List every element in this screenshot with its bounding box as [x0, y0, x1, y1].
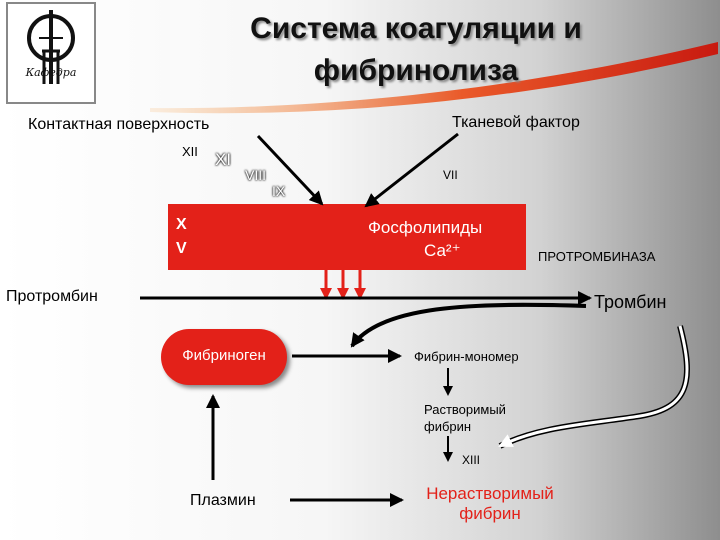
soluble-fibrin-label-2: фибрин [424, 419, 472, 434]
slide-title: Система коагуляции и фибринолиза [196, 8, 636, 92]
contact-arrow [256, 134, 324, 206]
prothrombin-label: Протромбин [6, 288, 98, 305]
factor-xiii-label: XIII [462, 453, 481, 467]
complex-red-block [168, 204, 526, 270]
tissue-factor-label: Тканевой фактор [452, 114, 580, 131]
soluble-fibrin-label-1: Растворимый [424, 402, 506, 417]
factor-v-label: V [176, 240, 187, 257]
contact-surface-label: Контактная поверхность [28, 116, 210, 133]
thrombin-xiii-arrow [498, 325, 689, 448]
factor-x-label: X [176, 216, 187, 233]
factor-vii-label: VII [443, 168, 458, 182]
factor-ix-label: IX [272, 183, 286, 199]
title-line-1: Система коагуляции и [250, 12, 582, 45]
thrombin-label: Тромбин [594, 292, 667, 312]
phospholipids-label: Фосфолипиды [368, 218, 483, 237]
prothrombinase-label: ПРОТРОМБИНАЗА [538, 249, 656, 264]
factor-xii-label: XII [182, 144, 198, 159]
factor-viii-label: VIII [245, 167, 267, 183]
plasmin-label: Плазмин [190, 492, 256, 509]
insoluble-fibrin-label-1: Нерастворимый [426, 484, 554, 503]
svg-text:Кафедра: Кафедра [25, 66, 77, 79]
insoluble-fibrin-label-2: фибрин [459, 504, 521, 523]
fibrinogen-label: Фибриноген [182, 347, 266, 364]
calcium-label: Са²⁺ [424, 241, 461, 260]
logo-emblem-icon: Кафедра [25, 10, 77, 84]
thrombin-curve-arrow [350, 302, 587, 348]
fibrinogen-box [161, 329, 287, 385]
title-line-2: фибринолиза [313, 54, 519, 87]
fibrin-monomer-label: Фибрин-мономер [414, 349, 519, 364]
tissue-factor-arrow [364, 132, 459, 208]
department-logo: Кафедра [6, 2, 96, 104]
thrombin-xiii-arrow-outline [498, 325, 690, 449]
factor-xi-label: XI [215, 150, 232, 169]
